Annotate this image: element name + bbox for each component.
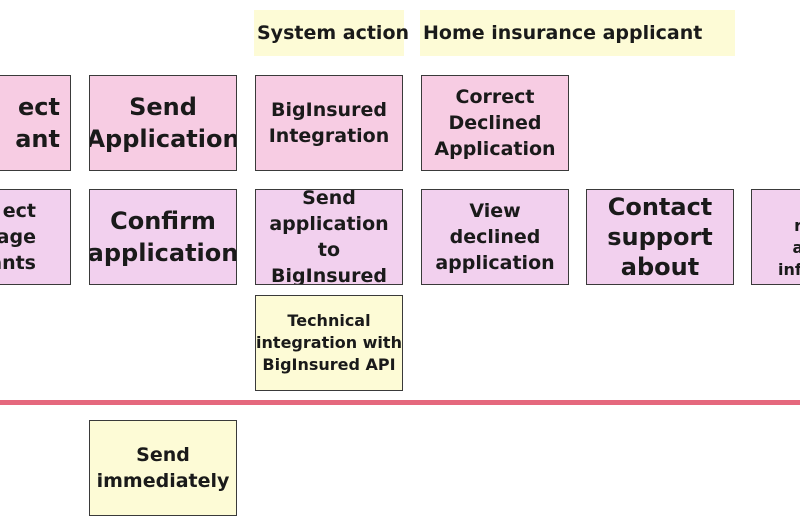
sticky-note-send-immediately[interactable]: Send immediately bbox=[89, 420, 237, 516]
sticky-note-view-declined-application[interactable]: View declined application bbox=[421, 189, 569, 285]
sticky-note-send-application[interactable]: Send Application bbox=[89, 75, 237, 171]
sticky-note-view-declined-application-text: View declined application bbox=[435, 200, 555, 274]
sticky-note-partial-right-text: I re ac info bbox=[778, 216, 800, 279]
sticky-note-biginsured-integration-text: BigInsured Integration bbox=[268, 99, 390, 147]
lane-header-home-insurance-applicant: Home insurance applicant bbox=[420, 10, 735, 56]
sticky-note-partial-package-applicants[interactable]: ect kage ants bbox=[0, 189, 71, 285]
sticky-note-partial-right[interactable]: I re ac info bbox=[751, 189, 800, 285]
sticky-note-correct-declined-application-text: Correct Declined Application bbox=[434, 86, 556, 160]
sticky-note-technical-integration-text: Technical integration with BigInsured AP… bbox=[256, 311, 402, 374]
sticky-note-send-immediately-text: Send immediately bbox=[96, 444, 230, 492]
sticky-note-contact-support-about-text: Contact support about bbox=[607, 193, 713, 281]
swimlane-divider bbox=[0, 400, 800, 405]
sticky-note-send-application-text: Send Application bbox=[89, 93, 237, 153]
sticky-note-partial-package-applicants-text: ect kage ants bbox=[0, 200, 36, 274]
sticky-note-send-application-to-biginsured[interactable]: Send application to BigInsured bbox=[255, 189, 403, 285]
sticky-note-send-application-to-biginsured-text: Send application to BigInsured bbox=[269, 189, 389, 285]
sticky-note-technical-integration[interactable]: Technical integration with BigInsured AP… bbox=[255, 295, 403, 391]
lane-header-home-insurance-applicant-text: Home insurance applicant bbox=[423, 22, 703, 44]
sticky-note-confirm-application[interactable]: Confirm application bbox=[89, 189, 237, 285]
sticky-note-correct-declined-application[interactable]: Correct Declined Application bbox=[421, 75, 569, 171]
sticky-note-partial-applicant-text: ect ant bbox=[15, 93, 60, 153]
sticky-note-partial-applicant[interactable]: ect ant bbox=[0, 75, 71, 171]
sticky-note-biginsured-integration[interactable]: BigInsured Integration bbox=[255, 75, 403, 171]
sticky-note-confirm-application-text: Confirm application bbox=[89, 207, 237, 267]
lane-header-system-action: System action bbox=[254, 10, 409, 56]
lane-header-system-action-text: System action bbox=[257, 22, 410, 44]
sticky-note-contact-support-about[interactable]: Contact support about bbox=[586, 189, 734, 285]
